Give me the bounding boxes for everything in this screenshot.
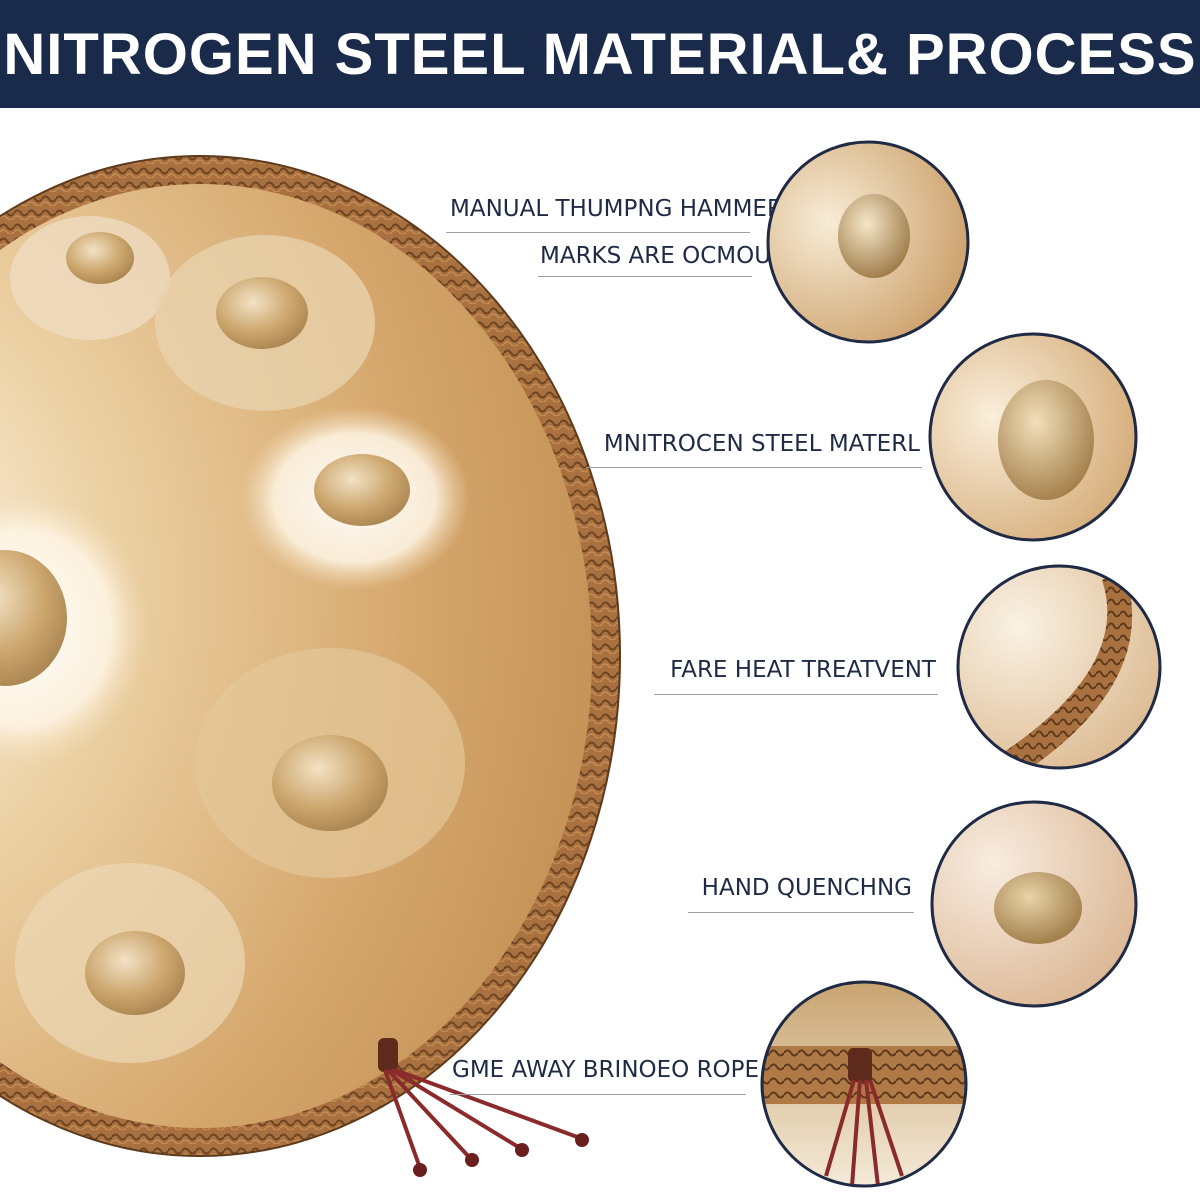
callout-nitrogen-steel-label: MNITROCEN STEEL MATERL xyxy=(603,431,920,457)
callout-hammer-marks-line1: MANUAL THUMPNG HAMMER xyxy=(450,196,783,222)
handpan-drum-image xyxy=(0,155,621,1177)
callout-hammer-marks-line2: MARKS ARE OCMOUS xyxy=(540,243,786,269)
rope-edge-icon xyxy=(956,564,1162,770)
callout-heat-treatment-underline xyxy=(654,694,938,695)
steel-dimple-icon xyxy=(928,332,1138,542)
callout-hand-quenching-label: HAND QUENCHNG xyxy=(701,875,912,901)
quenched-dimple-icon xyxy=(930,800,1138,1008)
dimple-closeup-icon xyxy=(766,140,970,344)
callout-hand-quenching-underline xyxy=(688,912,914,913)
callout-nitrogen-steel-underline xyxy=(586,467,922,468)
page-title: NITROGEN STEEL MATERIAL& PROCESS xyxy=(3,21,1197,87)
callout-rope-label: GME AWAY BRINOEO ROPE xyxy=(452,1057,760,1083)
callout-hammer-marks-underline2 xyxy=(538,276,752,277)
callout-hammer-marks-underline1 xyxy=(446,232,750,233)
title-banner: NITROGEN STEEL MATERIAL& PROCESS xyxy=(0,0,1200,108)
callout-rope-underline xyxy=(450,1094,746,1095)
rope-tassel-icon xyxy=(760,980,968,1188)
callout-heat-treatment-label: FARE HEAT TREATVENT xyxy=(670,657,936,683)
